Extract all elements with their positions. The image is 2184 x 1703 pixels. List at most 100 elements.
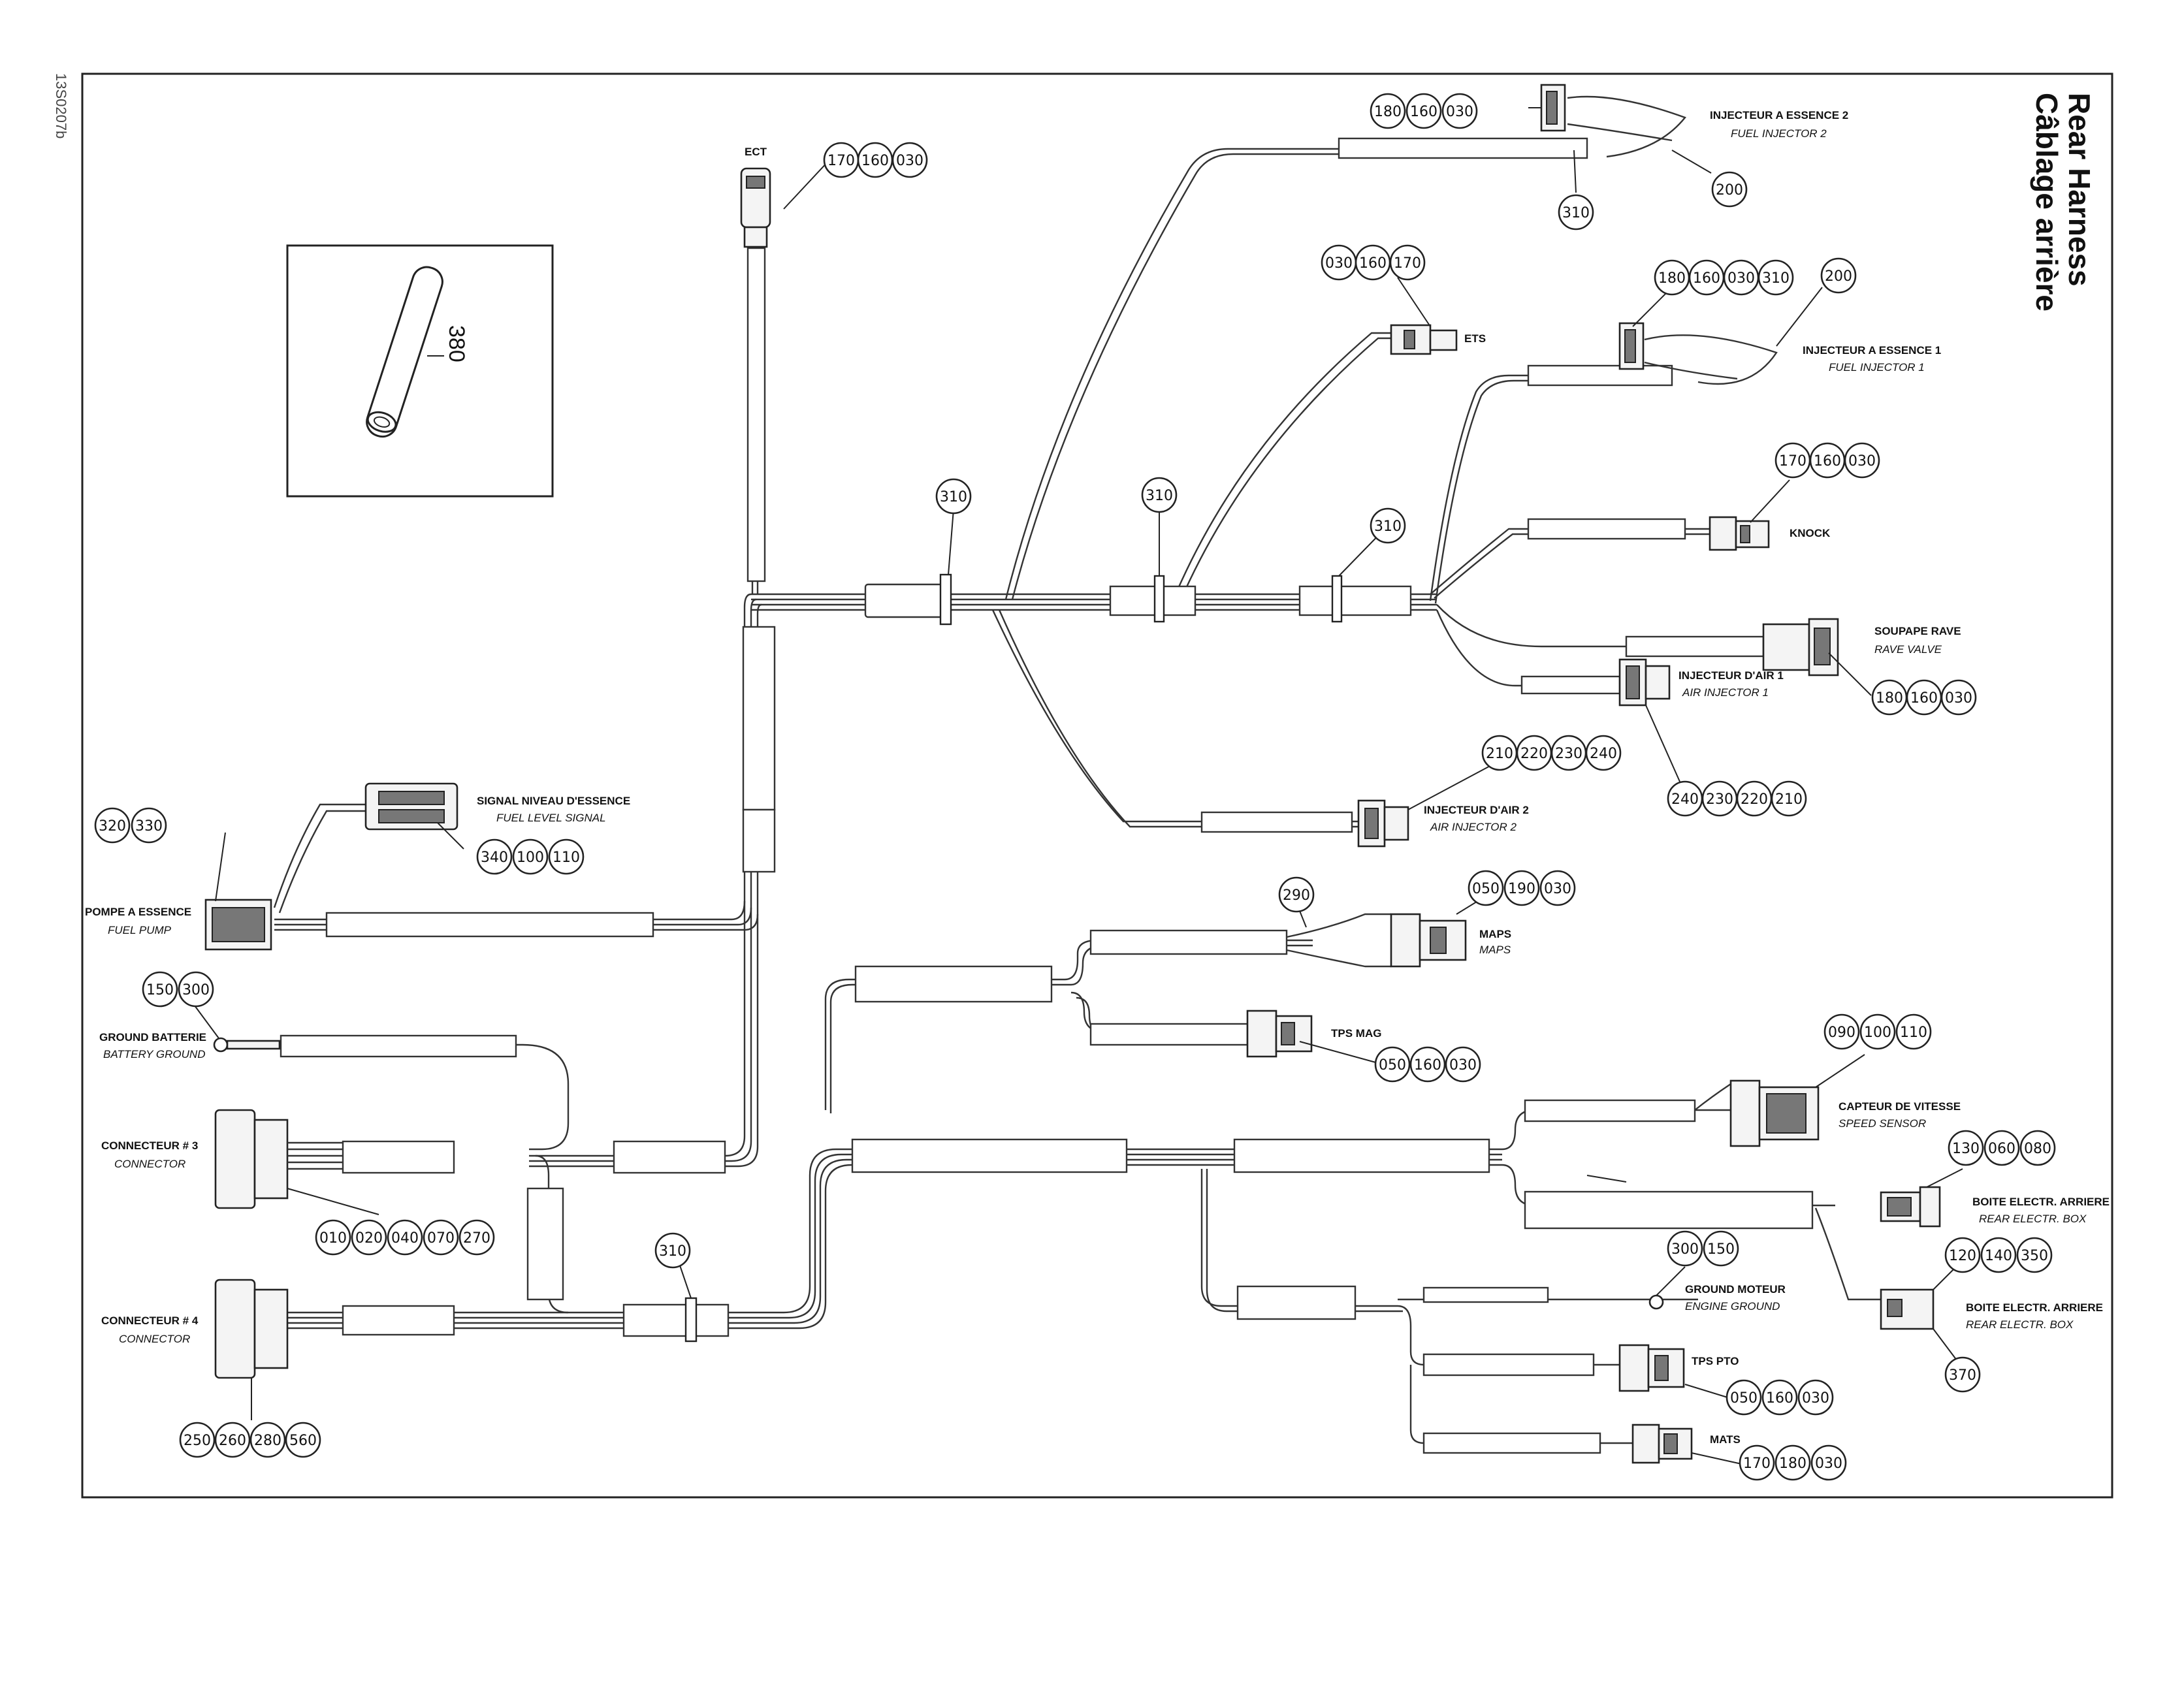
tps-mag-connector [1246,1010,1313,1058]
label-rear-box-2-en: REAR ELECTR. BOX [1966,1318,2074,1331]
callout-bubble [1558,194,1594,231]
callout-bubble [1844,442,1880,479]
callout-bubble [1585,735,1622,771]
callout-bubble [1405,93,1442,129]
label-ect: ECT [745,146,767,158]
callout-bubble [1758,259,1794,296]
callout-bubble [2016,1237,2053,1273]
callout-bubble [1980,1237,2017,1273]
ets-connector [1390,324,1458,355]
callout-group-tps-pto: 050 160 030 [1726,1379,1834,1416]
callout-part-number: 030 [1449,1057,1477,1074]
connector-3 [214,1109,343,1209]
callout-bubble [351,1219,387,1256]
label-air2-fr: INJECTEUR D'AIR 2 [1424,804,1529,816]
callout-bubble [1370,507,1406,544]
callout-part-number: 170 [1743,1456,1771,1472]
callout-part-number: 180 [1876,690,1903,707]
callout-part-number: 120 [1949,1248,1976,1264]
clips [684,573,1343,1343]
sleeves [280,137,1814,1454]
document-id: 13S0207b [53,73,69,138]
callout-part-number: 340 [481,850,508,866]
label-knock: KNOCK [1790,527,1831,539]
callout-bubble [1771,780,1807,817]
rave-valve-connector [1762,618,1839,676]
callout-part-number: 030 [1815,1456,1842,1472]
connectors [204,84,1941,1464]
rear-box-1-connector [1880,1186,1941,1228]
label-inj2-en: FUEL INJECTOR 2 [1731,127,1827,140]
callout-part-number: 050 [1730,1390,1758,1407]
connector-4 [214,1279,289,1379]
label-maps-2: MAPS [1479,944,1511,956]
callout-group-fuel-level: 340 100 110 [476,838,585,875]
callout-part-number: 030 [1544,881,1571,897]
callout-part-number: 320 [99,818,126,835]
callout-part-number: 020 [355,1230,383,1247]
callout-part-number: 140 [1985,1248,2012,1264]
callout-bubble [1409,1046,1446,1083]
callout-clip-a: 310 [935,478,972,515]
callout-part-number: 560 [289,1433,317,1449]
callout-part-number: 200 [1825,268,1852,285]
callout-part-number: 030 [1727,270,1755,287]
drawing-frame [81,72,2113,1499]
callout-bubble [1445,1046,1481,1083]
callout-part-number: 200 [1716,182,1743,199]
callout-group-air1: 240 230 220 210 [1667,780,1807,817]
callout-maps-a: 290 [1278,876,1315,913]
callout-part-number: 170 [1394,255,1421,272]
callout-group-bat-gnd: 150 300 [142,971,214,1008]
part-callouts: 180 160 030 310 200 170 160 030 030 160 … [94,93,2056,1481]
callout-part-number: 310 [1562,205,1590,221]
maps-connector [1286,913,1467,968]
callout-bubble [1389,244,1426,281]
callout-part-number: 310 [940,489,967,505]
fuel-pump-connector [204,899,272,951]
callout-bubble [1539,870,1576,906]
callout-rear-box-2-b: 370 [1944,1356,1981,1393]
callout-part-number: 210 [1775,791,1803,808]
air-injector-2-connector [1357,799,1409,848]
inset-box: 380 [286,244,554,498]
callout-group-inj2: 180 160 030 [1370,93,1478,129]
callout-bubble [94,807,131,844]
callout-part-number: 090 [1828,1025,1855,1041]
callout-clip-d: 310 [654,1232,691,1269]
callout-group-rear-box-1: 130 060 080 [1948,1130,2056,1166]
callout-bubble [1374,1046,1411,1083]
callout-part-number: 210 [1486,746,1513,762]
callout-part-number: 030 [1802,1390,1829,1407]
label-maps-1: MAPS [1479,928,1511,940]
callout-inj1-tail: 200 [1820,257,1857,294]
label-air1-fr: INJECTEUR D'AIR 1 [1678,669,1784,682]
callout-part-number: 310 [1762,270,1790,287]
callout-bubble [387,1219,423,1256]
callout-part-number: 160 [861,153,889,169]
callout-part-number: 160 [1414,1057,1441,1074]
callout-part-number: 160 [1766,1390,1793,1407]
label-rear-box-1-fr: BOITE ELECTR. ARRIERE [1972,1196,2110,1208]
callout-bubble [249,1422,286,1458]
callout-part-number: 310 [1374,518,1402,535]
callout-part-number: 010 [319,1230,347,1247]
callout-bubble [1944,1237,1981,1273]
callout-bubble [935,478,972,515]
fuel-level-connector [364,782,458,831]
callout-part-number: 240 [1590,746,1617,762]
callout-bubble [891,142,928,178]
callout-bubble [423,1219,459,1256]
label-inj1-en: FUEL INJECTOR 1 [1829,361,1925,374]
callout-bubble [178,971,214,1008]
callout-bubble [285,1422,321,1458]
callout-part-number: 100 [1864,1025,1891,1041]
callout-part-number: 040 [391,1230,419,1247]
callout-bubble [1703,1230,1739,1267]
callout-bubble [1797,1379,1834,1416]
label-tps-pto: TPS PTO [1692,1355,1739,1367]
callout-part-number: 130 [1952,1141,1980,1157]
callout-bubble [179,1422,216,1458]
callout-part-number: 220 [1520,746,1548,762]
